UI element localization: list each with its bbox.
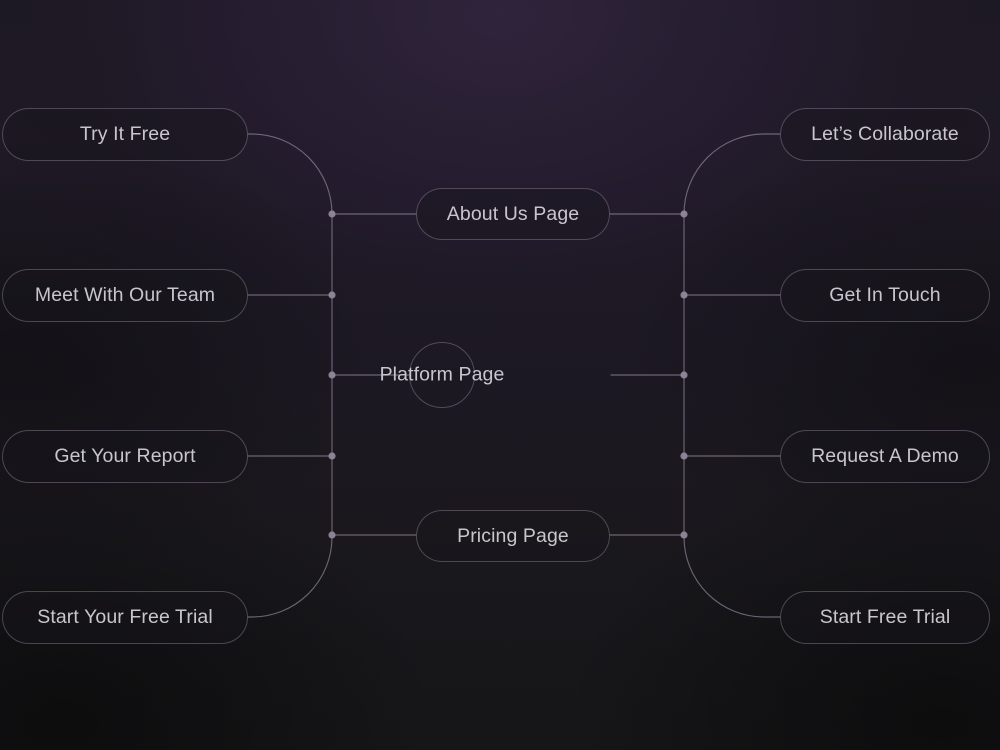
node-label: Pricing Page [457,524,569,547]
wire-start-your-free-trial [247,536,333,618]
junction-dot [680,452,688,460]
junction-dot [680,291,688,299]
node-try-it-free[interactable]: Try It Free [2,108,248,161]
node-lets-collaborate[interactable]: Let’s Collaborate [780,108,990,161]
node-label: Meet With Our Team [34,284,216,306]
junction-dot [328,291,336,299]
node-about-us-page[interactable]: About Us Page [416,188,610,240]
wire-try-it-free [247,133,333,215]
node-start-free-trial[interactable]: Start Free Trial [780,591,990,644]
node-meet-with-our-team[interactable]: Meet With Our Team [2,269,248,322]
node-request-a-demo[interactable]: Request A Demo [780,430,990,483]
node-label: Start Your Free Trial [37,606,213,628]
node-get-your-report[interactable]: Get Your Report [2,430,248,483]
wire-lets-collaborate [683,133,781,215]
junction-dot [680,210,688,218]
node-label: Request A Demo [811,445,959,467]
node-start-your-free-trial[interactable]: Start Your Free Trial [2,591,248,644]
node-label: Get Your Report [54,445,196,467]
junction-dot [328,371,336,379]
node-platform-page[interactable]: Platform Page [380,342,504,408]
junction-dot [328,210,336,218]
node-pricing-page[interactable]: Pricing Page [416,510,610,562]
node-label: Try It Free [79,123,171,145]
node-label: Start Free Trial [819,606,951,628]
node-get-in-touch[interactable]: Get In Touch [780,269,990,322]
node-label: Get In Touch [829,284,941,306]
junction-dot [680,531,688,539]
node-label: Let’s Collaborate [811,123,959,145]
node-label: About Us Page [446,202,580,225]
junction-dot [328,452,336,460]
wire-start-free-trial [683,536,781,618]
junction-dot [328,531,336,539]
right-connectors [609,133,781,618]
junction-dots [328,210,688,539]
junction-dot [680,371,688,379]
